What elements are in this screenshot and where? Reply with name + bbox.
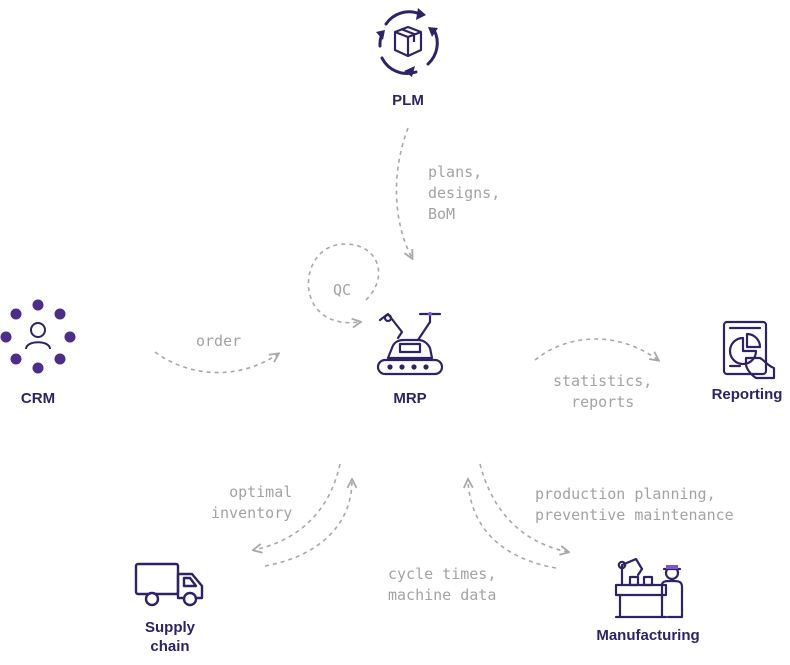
tablet-chart-icon — [722, 320, 776, 380]
manufacturing-label: Manufacturing — [596, 627, 700, 644]
reporting-label: Reporting — [711, 386, 783, 403]
arrow-plm-mrp — [395, 127, 412, 258]
arrow-mrp-reporting — [534, 338, 658, 360]
crm-label: CRM — [20, 390, 56, 407]
mrp-to-reporting-label: statistics, reports — [553, 372, 653, 411]
cycle-box-icon — [376, 8, 439, 77]
plm-to-mrp-label: plans, designs, BoM — [428, 163, 501, 223]
mrp-label: MRP — [393, 390, 427, 407]
qc-label: QC — [333, 281, 352, 299]
arrow-supply-mrp — [264, 480, 352, 567]
crm-to-mrp-label: order — [196, 332, 242, 350]
mrp-manufacturing-label: production planning, preventive maintena… — [535, 485, 734, 524]
manufacturing-to-mrp-label: cycle times, machine data — [388, 565, 497, 604]
arrow-qc-loop — [307, 243, 380, 323]
robot-assembly-icon — [376, 312, 444, 376]
arrow-manufacturing-mrp — [468, 480, 557, 569]
people-circle-icon — [0, 299, 76, 374]
mrp-supply-label: optimal inventory — [211, 483, 293, 522]
factory-worker-icon — [614, 557, 684, 619]
truck-icon — [134, 562, 204, 607]
arrow-crm-mrp — [154, 351, 278, 374]
plm-label: PLM — [392, 92, 424, 109]
arrow-mrp-manufacturing — [479, 463, 568, 552]
arrow-mrp-supply — [254, 463, 341, 550]
supply-chain-label: Supply chain — [144, 619, 195, 655]
